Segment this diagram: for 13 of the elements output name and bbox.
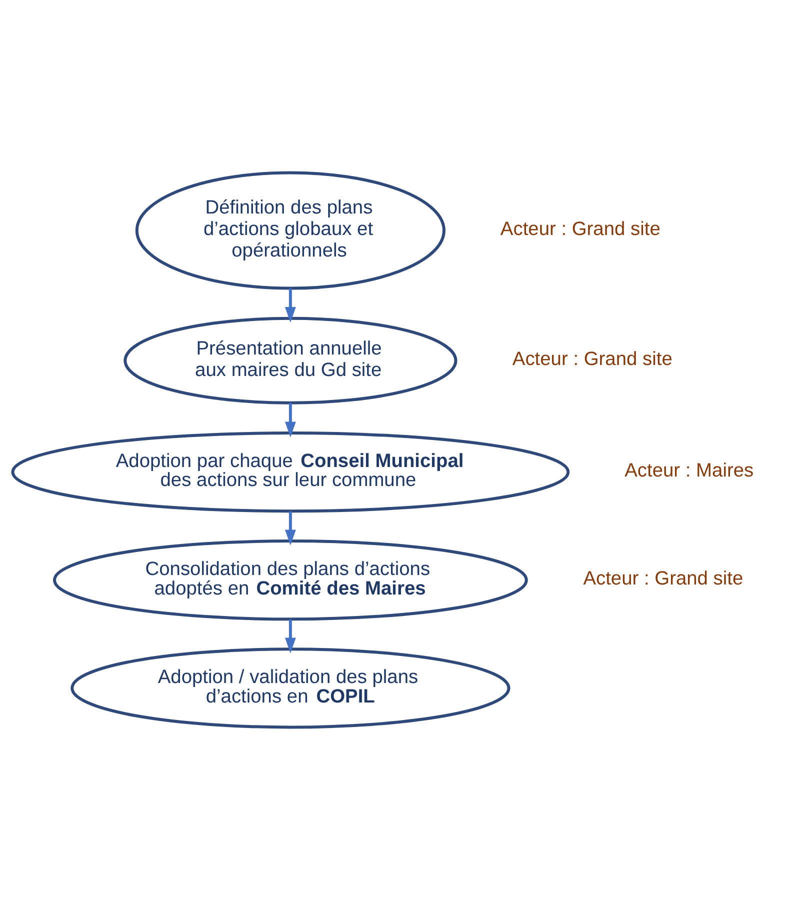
arrow [284,403,296,438]
node-ellipse: Consolidation des plans d’actions adoptés en Comité des Maires [52,540,528,621]
node-label: Acteur : Maires [624,460,754,482]
node-ellipse: Adoption par chaque Conseil Municipal des actions sur leur commune [11,432,570,513]
arrow [284,511,296,546]
node-label: Acteur : Grand site [500,219,660,240]
node-label: Acteur : Grand site [583,568,744,590]
node-ellipse: Adoption / validation des plans d’actions en COPIL [70,648,510,729]
arrow [284,619,296,654]
node-label: Acteur : Grand site [512,349,672,370]
arrow [284,288,296,323]
node-ellipse: Présentation annuelle aux maires du Gd site [124,316,458,404]
node-ellipse: Définition des plans d’actions globaux et opérationnels [135,171,446,290]
